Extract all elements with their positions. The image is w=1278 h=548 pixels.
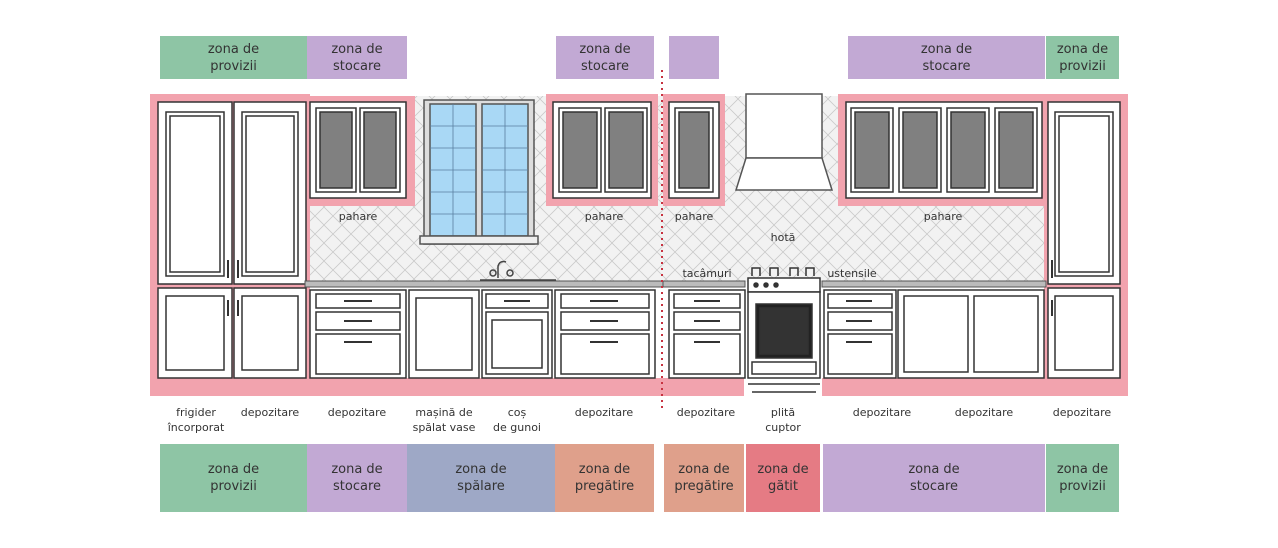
label-frigider: frigider încorporat (167, 406, 225, 434)
bottom-zone-pregatire-1: zona de pregătire (555, 444, 654, 512)
bottom-zone-gatit: zona de gătit (746, 444, 820, 512)
top-zone-stocare-3 (669, 36, 719, 79)
label-pahare-3: pahare (674, 210, 714, 223)
label-depozitare-2: depozitare (327, 406, 387, 419)
label-pahare-2: pahare (584, 210, 624, 223)
label-masina-spalat: mașină de spălat vase (412, 406, 476, 434)
highlight-base-strip (150, 378, 1128, 396)
top-zone-stocare-4: zona de stocare (848, 36, 1045, 79)
label-pahare-4: pahare (923, 210, 963, 223)
label-plita-cuptor: plită cuptor (765, 406, 801, 434)
label-depozitare-4: depozitare (676, 406, 736, 419)
label-depozitare-3: depozitare (574, 406, 634, 419)
window (419, 99, 539, 245)
bottom-zone-provizii-right: zona de provizii (1046, 444, 1119, 512)
bottom-zone-spalare: zona de spălare (407, 444, 555, 512)
sink-faucet (480, 260, 556, 281)
top-zone-stocare-1: zona de stocare (307, 36, 407, 79)
label-tacamuri: tacâmuri (682, 267, 732, 280)
label-depozitare-6: depozitare (954, 406, 1014, 419)
bottom-zone-provizii-left: zona de provizii (160, 444, 307, 512)
label-cos-gunoi: coș de gunoi (493, 406, 541, 434)
label-depozitare-5: depozitare (852, 406, 912, 419)
range-hood (734, 93, 834, 191)
bottom-zone-stocare-1: zona de stocare (307, 444, 407, 512)
label-hota: hotă (770, 231, 796, 244)
label-ustensile: ustensile (827, 267, 877, 280)
top-zone-provizii-left: zona de provizii (160, 36, 307, 79)
label-pahare-1: pahare (338, 210, 378, 223)
stove-oven (747, 267, 821, 393)
label-depozitare-7: depozitare (1052, 406, 1112, 419)
bottom-zone-stocare-2: zona de stocare (823, 444, 1045, 512)
top-zone-provizii-right: zona de provizii (1046, 36, 1119, 79)
bottom-zone-pregatire-2: zona de pregătire (664, 444, 744, 512)
label-depozitare-1: depozitare (240, 406, 300, 419)
top-zone-stocare-2: zona de stocare (556, 36, 654, 79)
